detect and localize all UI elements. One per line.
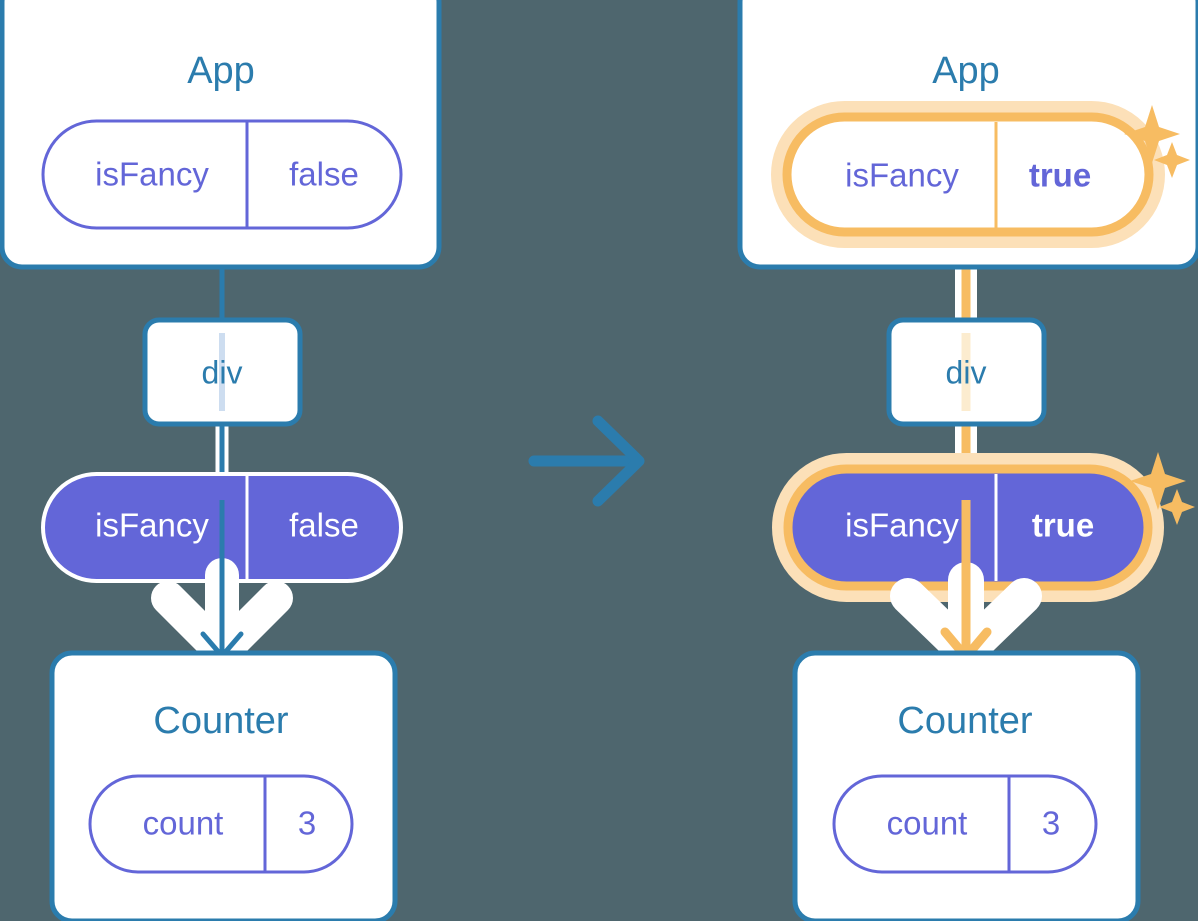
right-app-title: App bbox=[932, 50, 1000, 92]
right-app-state-value: true bbox=[1029, 157, 1091, 194]
right-counter-state-name: count bbox=[887, 805, 968, 842]
left-counter-title: Counter bbox=[153, 700, 289, 742]
left-counter-state-value: 3 bbox=[298, 805, 316, 842]
right-counter-state-value: 3 bbox=[1042, 805, 1060, 842]
right-app-pill-ring bbox=[782, 112, 1154, 237]
arrow-right-icon bbox=[528, 415, 645, 507]
left-div-card: div bbox=[142, 317, 303, 427]
right-prop-value: true bbox=[1032, 507, 1094, 544]
left-app-state-value: false bbox=[289, 156, 359, 193]
left-counter-state-pill: count 3 bbox=[88, 774, 354, 874]
right-app-state-name: isFancy bbox=[845, 157, 959, 194]
sparkles-icon bbox=[1124, 105, 1190, 178]
right-div-title: div bbox=[946, 354, 987, 390]
right-div-card: div bbox=[886, 317, 1047, 427]
left-app-title: App bbox=[187, 50, 255, 92]
left-counter-state-name: count bbox=[143, 805, 224, 842]
left-app-state-pill: isFancy false bbox=[41, 119, 403, 230]
right-prop-name: isFancy bbox=[845, 507, 959, 544]
left-app-state-name: isFancy bbox=[95, 156, 209, 193]
left-div-title: div bbox=[202, 354, 243, 390]
right-app-pill-halo bbox=[771, 101, 1165, 248]
left-prop-value: false bbox=[289, 507, 359, 544]
sparkles-icon-lower bbox=[1130, 452, 1195, 525]
right-counter-state-pill: count 3 bbox=[832, 774, 1098, 874]
left-prop-name: isFancy bbox=[95, 507, 209, 544]
right-app-state-pill: isFancy true bbox=[771, 101, 1165, 248]
right-counter-title: Counter bbox=[897, 700, 1033, 742]
